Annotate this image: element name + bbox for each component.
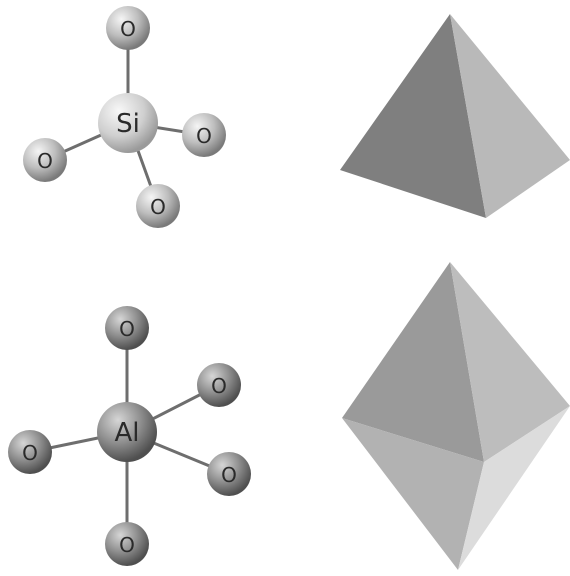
oxygen-atom: O [8, 430, 52, 474]
tetrahedron-polyhedron [340, 14, 570, 218]
oxygen-atom: O [207, 452, 251, 496]
oxygen-label: O [22, 441, 38, 465]
oxygen-label: O [37, 149, 53, 173]
tetrahedron-left-face [340, 14, 486, 218]
oxygen-label: O [211, 374, 227, 398]
octahedron-lower-right-face [458, 406, 570, 570]
oxygen-label: O [221, 463, 237, 487]
silicon-atom: Si [98, 93, 158, 153]
oxygen-atom: O [105, 522, 149, 566]
oxygen-atom: O [105, 306, 149, 350]
oxygen-atom: O [106, 6, 150, 50]
oxygen-atom: O [23, 138, 67, 182]
oxygen-label: O [119, 317, 135, 341]
octahedron-upper-left-face [342, 262, 484, 462]
aluminate-ball-and-stick: O O O O O Al [8, 306, 251, 566]
octahedron-lower-left-face [342, 418, 484, 570]
tetrahedron-right-face [450, 14, 570, 218]
silicate-ball-and-stick: O O O O Si [23, 6, 226, 228]
oxygen-label: O [119, 533, 135, 557]
aluminum-atom: Al [97, 402, 157, 462]
silicon-label: Si [116, 109, 140, 139]
octahedron-upper-right-face [450, 262, 570, 462]
oxygen-label: O [120, 17, 136, 41]
oxygen-atom: O [197, 363, 241, 407]
oxygen-label: O [196, 124, 212, 148]
aluminum-label: Al [114, 418, 139, 448]
octahedron-polyhedron [342, 262, 570, 570]
oxygen-atom: O [182, 113, 226, 157]
oxygen-atom: O [136, 184, 180, 228]
oxygen-label: O [150, 195, 166, 219]
